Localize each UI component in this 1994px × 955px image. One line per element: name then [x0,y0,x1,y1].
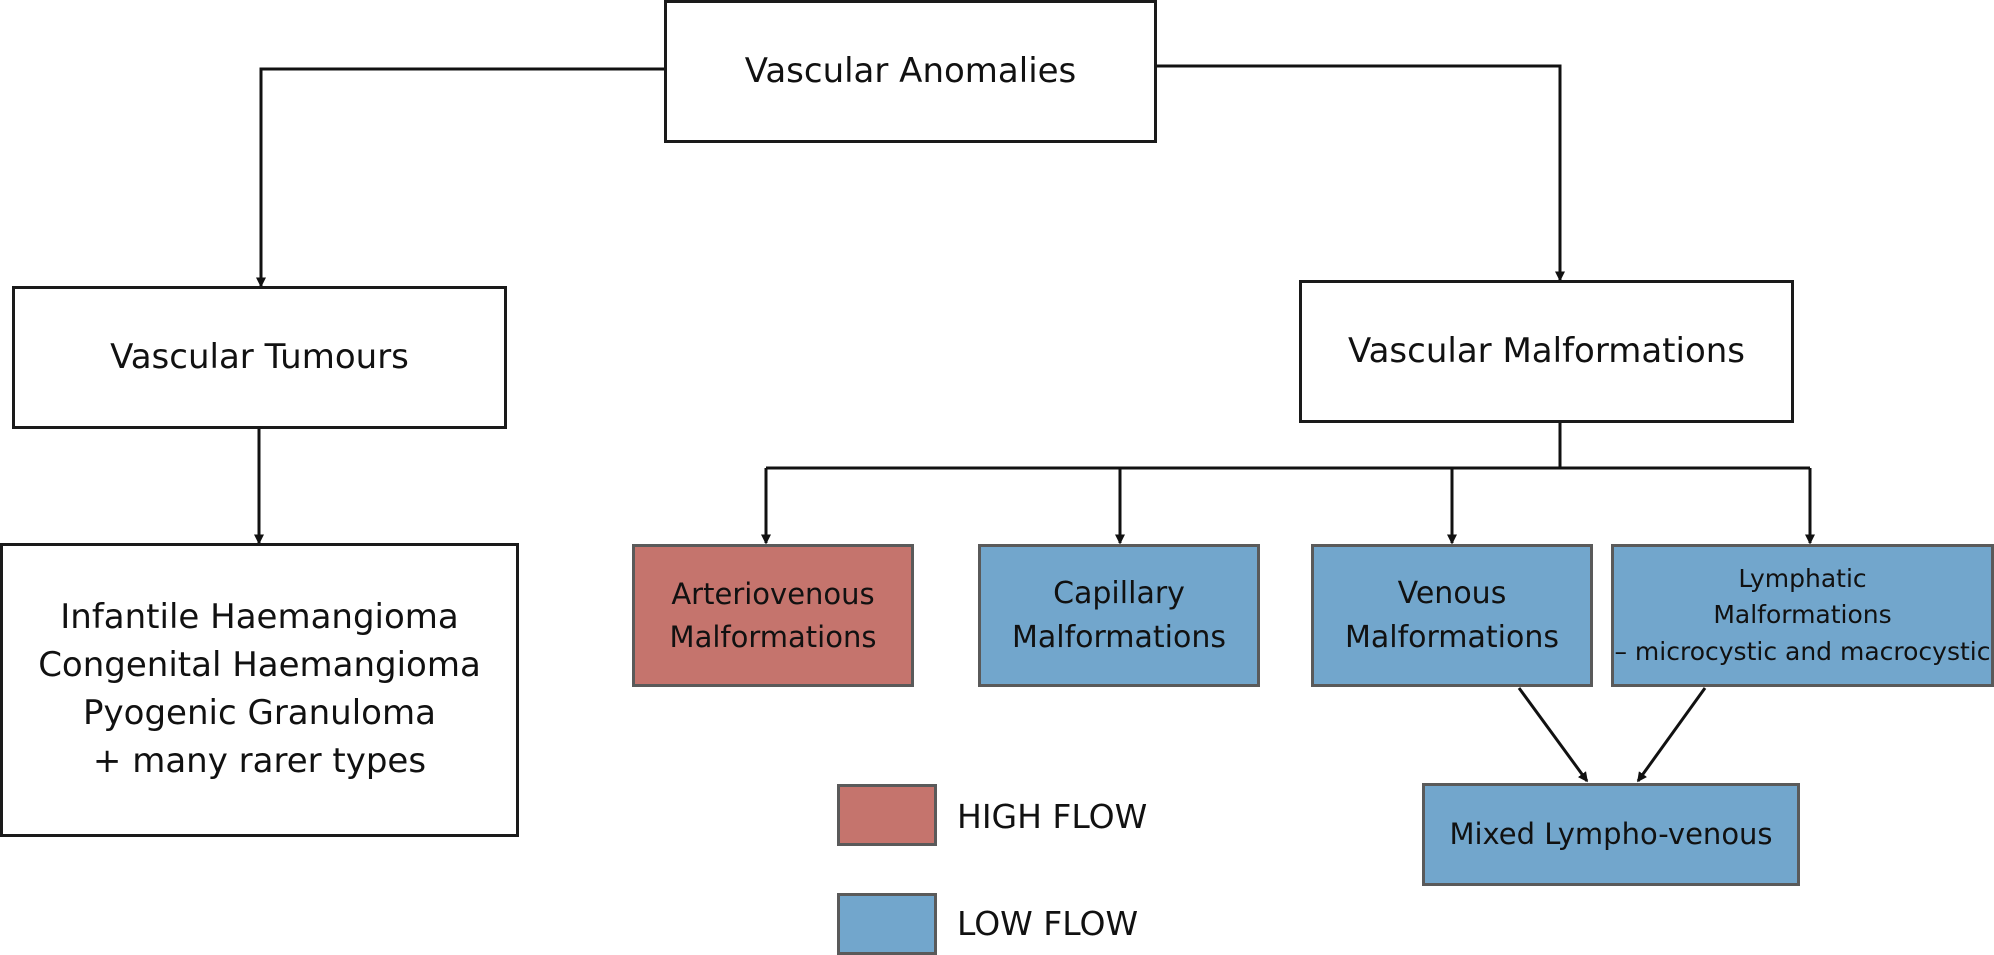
legend-swatch-high-flow [837,784,937,846]
node-vascular-tumours: Vascular Tumours [12,286,507,429]
node-label: Venous Malformations [1344,576,1560,655]
node-label: Vascular Tumours [110,337,409,378]
node-label: Infantile Haemangioma Congenital Haemang… [38,597,481,781]
node-label: Arteriovenous Malformations [669,577,877,654]
node-lymphatic-malformations: Lymphatic Malformations – microcystic an… [1611,544,1994,687]
node-label: Mixed Lympho-venous [1449,817,1773,852]
arrow-anomalies-to-malformations [1157,64,1565,282]
legend-swatch-low-flow [837,893,937,955]
node-vascular-malformations: Vascular Malformations [1299,280,1794,423]
arrow-anomalies-to-tumours [256,67,664,288]
arrow-lymphatic-to-mixed [1636,687,1707,783]
node-capillary-malformations: Capillary Malformations [978,544,1260,687]
legend-label-high-flow: HIGH FLOW [957,797,1148,836]
node-arteriovenous-malformations: Arteriovenous Malformations [632,544,914,687]
node-tumour-types: Infantile Haemangioma Congenital Haemang… [0,543,519,837]
node-venous-malformations: Venous Malformations [1311,544,1593,687]
node-label: Vascular Anomalies [744,51,1077,92]
node-label: Vascular Malformations [1347,331,1746,372]
node-mixed-lympho-venous: Mixed Lympho-venous [1422,783,1800,886]
node-label: Lymphatic Malformations – microcystic an… [1614,564,1991,666]
node-vascular-anomalies: Vascular Anomalies [664,0,1157,143]
arrow-venous-to-mixed [1517,687,1589,783]
node-label: Capillary Malformations [1011,576,1227,655]
legend-label-low-flow: LOW FLOW [957,904,1139,943]
